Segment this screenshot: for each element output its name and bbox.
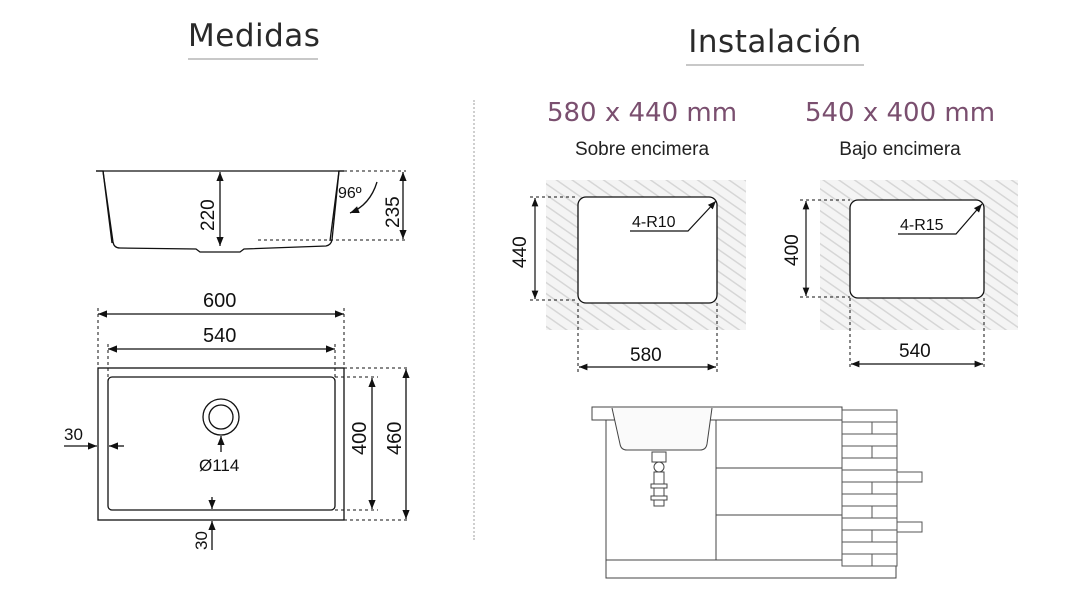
cabinet-right: [715, 419, 843, 561]
bajo-label: Bajo encimera: [839, 139, 961, 160]
outer-height-label: 460: [384, 422, 406, 455]
bajo-width-label: 540: [899, 341, 931, 362]
bajo-radius-leader: [898, 203, 983, 235]
medidas-underline: [188, 58, 318, 60]
inner-height-label: 400: [349, 422, 371, 455]
sobre-radius-leader: [630, 200, 717, 232]
side-margin-label: 30: [64, 425, 83, 444]
bajo-height-label: 400: [782, 234, 803, 266]
drain-label: Ø114: [199, 456, 239, 475]
drain-outer-ring: [202, 398, 240, 436]
sobre-radius-label: 4-R10: [632, 214, 676, 231]
sobre-width-label: 580: [630, 345, 662, 366]
cabinet-installation-drawing: [591, 406, 923, 579]
sobre-label: Sobre encimera: [574, 139, 710, 160]
outer-width-label: 600: [203, 290, 236, 312]
depth-inner-label: 220: [198, 199, 219, 231]
sobre-size-title: 580 x 440 mm: [546, 98, 738, 128]
side-section-view: [96, 170, 407, 253]
depth-outer-label: 235: [383, 196, 404, 228]
medidas-heading-text: Medidas: [188, 18, 321, 54]
instalacion-heading: Instalación: [686, 24, 864, 66]
drain-trap-pipe: [653, 471, 665, 507]
sobre-cutout: [577, 196, 718, 304]
sink-side-inner: [102, 170, 340, 244]
installed-sink-bowl: [611, 407, 713, 451]
drain-trap-body: [651, 451, 667, 463]
bajo-cutout-diagram: [800, 180, 1018, 370]
drain-inner-ring: [208, 404, 234, 430]
brick-wall: [841, 409, 923, 567]
instalacion-heading-text: Instalación: [688, 24, 862, 60]
bajo-radius-label: 4-R15: [900, 217, 944, 234]
angle-arc: [349, 181, 378, 214]
angle-label: 96º: [338, 185, 362, 202]
sink-bowl-outline: [107, 376, 336, 511]
instalacion-underline: [686, 64, 864, 66]
sobre-height-label: 440: [510, 236, 531, 268]
bottom-margin-label: 30: [192, 531, 211, 550]
medidas-heading: Medidas: [188, 18, 321, 60]
sobre-cutout-diagram: [530, 180, 746, 372]
section-divider: [473, 100, 475, 540]
bajo-size-title: 540 x 400 mm: [804, 98, 996, 128]
bajo-cutout: [849, 199, 985, 299]
plan-view: [64, 308, 410, 550]
inner-width-label: 540: [203, 325, 236, 347]
floor-plinth: [605, 559, 897, 579]
